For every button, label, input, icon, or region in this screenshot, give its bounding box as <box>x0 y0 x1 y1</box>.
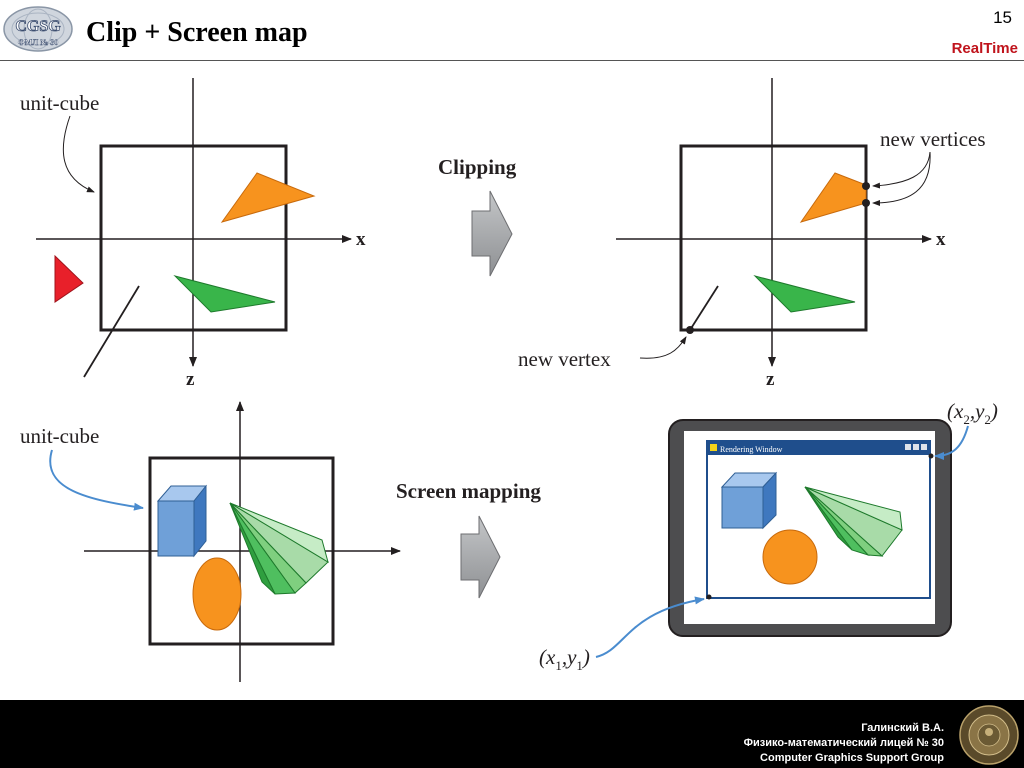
corner-top-pointer <box>934 425 969 460</box>
window-titlebar <box>707 441 930 455</box>
new-vertex-dot <box>862 182 870 190</box>
clipped-line-segment <box>689 285 719 331</box>
group-name: Computer Graphics Support Group <box>760 752 944 764</box>
corner-bottom-label: (x1,y1) <box>539 645 590 673</box>
corner-bottom-sub-y: 1 <box>576 658 583 673</box>
new-vertices-pointer <box>872 151 931 206</box>
clipped-orange-polygon <box>799 172 867 223</box>
author-name: Галинский В.А. <box>861 722 944 734</box>
corner-bottom-y: y <box>565 645 577 669</box>
screen-mapping-arrow-icon <box>460 515 501 599</box>
top-left-panel: x z unit-cube <box>20 78 366 390</box>
pipeline-diagram: x z unit-cube Clipping x z new vertices … <box>20 78 998 682</box>
new-vertex-dot <box>686 326 694 334</box>
orange-ellipse <box>192 557 242 631</box>
slide-header: CGSG ФМЛ № 30 Clip + Screen map 15 RealT… <box>0 0 1024 62</box>
logo-subtext: ФМЛ № 30 <box>18 38 58 47</box>
green-cone <box>804 486 903 557</box>
screen-mapping-step: Screen mapping <box>396 479 541 599</box>
new-vertex-label: new vertex <box>518 347 611 371</box>
unit-cube-pointer <box>62 115 95 193</box>
new-vertex-dot <box>862 199 870 207</box>
slide-number: 15 <box>993 8 1012 27</box>
slide-title: Clip + Screen map <box>86 17 308 48</box>
window-title: Rendering Window <box>720 445 783 454</box>
z-axis-label: z <box>186 369 195 390</box>
x-axis-label: x <box>936 229 946 250</box>
school-name: Физико-математический лицей № 30 <box>743 737 944 749</box>
unit-cube-label: unit-cube <box>20 424 99 448</box>
line-segment <box>83 285 140 378</box>
corner-top-sub-y: 2 <box>984 412 991 427</box>
clipping-step: Clipping <box>438 155 517 277</box>
footer-credits: Галинский В.А. Физико-математический лиц… <box>744 721 944 766</box>
unit-cube-pointer <box>49 449 144 511</box>
blue-cube <box>156 484 208 558</box>
red-triangle <box>54 254 84 303</box>
clipping-label: Clipping <box>438 155 517 179</box>
green-cone <box>229 502 329 595</box>
window-app-icon <box>710 444 717 451</box>
corner-top-sub-x: 2 <box>963 412 970 427</box>
header-divider <box>0 60 1024 61</box>
corner-dot <box>706 594 712 600</box>
orange-circle <box>762 529 818 585</box>
corner-top-y: y <box>973 399 985 423</box>
corner-bottom-pointer <box>595 596 705 658</box>
x-axis-label: x <box>356 229 366 250</box>
brand-label: RealTime <box>951 40 1018 57</box>
bottom-left-panel: unit-cube <box>20 401 401 682</box>
logo-text: CGSG <box>15 18 61 35</box>
z-axis-label: z <box>766 369 775 390</box>
slide-footer: Галинский В.А. Физико-математический лиц… <box>0 700 1024 768</box>
screen-mapping-label: Screen mapping <box>396 479 541 503</box>
screen-panel: Rendering Window (x2,y2) (x1,y1) <box>539 399 998 673</box>
corner-top-label: (x2,y2) <box>947 399 998 427</box>
blue-cube <box>720 471 778 530</box>
green-triangle <box>173 275 276 313</box>
clipping-arrow-icon <box>471 190 513 277</box>
corner-bottom-x: x <box>545 645 556 669</box>
corner-top-x: x <box>953 399 964 423</box>
new-vertex-pointer <box>639 336 687 359</box>
orange-triangle <box>220 172 316 223</box>
unit-cube-label: unit-cube <box>20 91 99 115</box>
top-right-panel: x z new vertices new vertex <box>518 78 986 390</box>
corner-bottom-sub-x: 1 <box>555 658 562 673</box>
new-vertices-label: new vertices <box>880 127 986 151</box>
new-vertices-pointer <box>872 151 931 189</box>
close-icon <box>921 444 927 450</box>
clipped-cube-box <box>679 144 868 332</box>
minimize-icon <box>905 444 911 450</box>
cgsg-logo: CGSG ФМЛ № 30 <box>3 6 73 52</box>
green-triangle <box>753 275 856 313</box>
maximize-icon <box>913 444 919 450</box>
school-seal-logo <box>959 705 1019 765</box>
corner-dot <box>928 453 934 459</box>
